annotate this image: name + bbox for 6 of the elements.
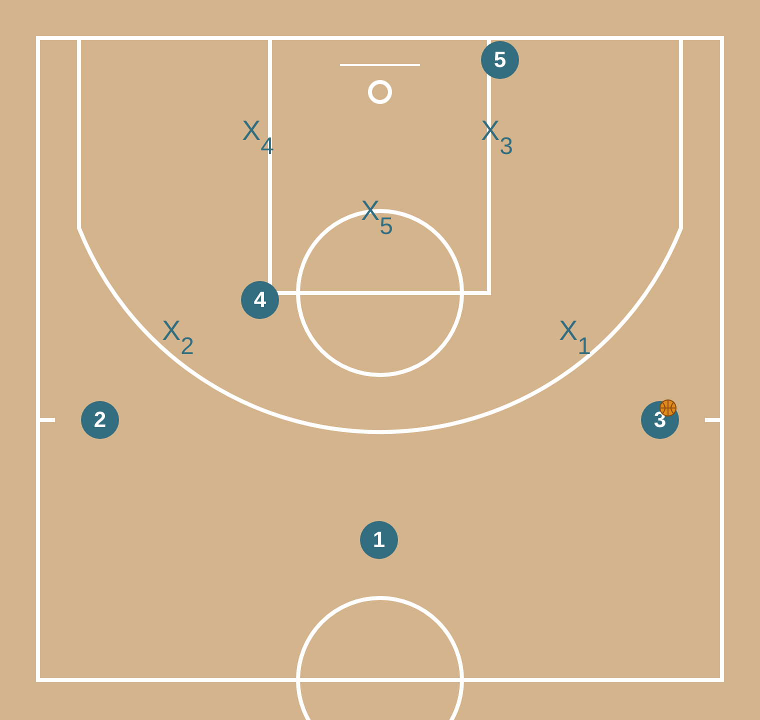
offensive-player-marker: 2: [81, 401, 119, 439]
offensive-player-marker: 5: [481, 41, 519, 79]
offensive-player-marker: 1: [360, 521, 398, 559]
defender-marker: X$_{2}$: [162, 317, 194, 359]
defender-marker: X$_{1}$: [558, 317, 592, 359]
offensive-player-marker: 4: [241, 281, 279, 319]
